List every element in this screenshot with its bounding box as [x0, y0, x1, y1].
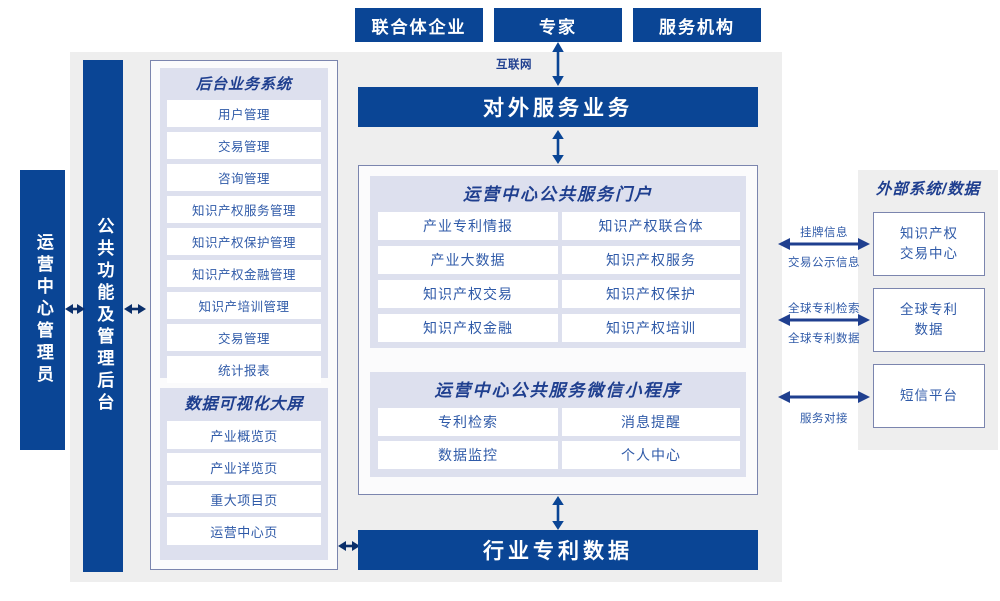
admin-column[interactable]: 运营中心管理员	[20, 170, 65, 450]
group-to-industry-data-arrow	[338, 537, 360, 555]
external-box-line1: 全球专利	[900, 302, 958, 318]
backend-item-6[interactable]: 知识产培训管理	[167, 292, 321, 319]
portal-item-5[interactable]: 知识产权保护	[562, 280, 740, 308]
external-label-service-docking: 服务对接	[800, 413, 848, 425]
dataviz-item-2[interactable]: 重大项目页	[167, 485, 321, 513]
actor-box-alliance-enterprise[interactable]: 联合体企业	[355, 8, 483, 42]
actor-box-service-agency[interactable]: 服务机构	[633, 8, 761, 42]
dataviz-item-3[interactable]: 运营中心页	[167, 517, 321, 545]
portal-item-1[interactable]: 知识产权联合体	[562, 212, 740, 240]
public-portal-title: 运营中心公共服务门户	[463, 185, 653, 204]
external-systems-title: 外部系统/数据	[875, 181, 981, 198]
portal-to-industry-data-arrow	[548, 496, 568, 530]
portal-item-0[interactable]: 产业专利情报	[378, 212, 558, 240]
wechat-item-1[interactable]: 消息提醒	[562, 408, 740, 436]
backend-item-3[interactable]: 知识产权服务管理	[167, 196, 321, 223]
backend-item-8[interactable]: 统计报表	[167, 356, 321, 383]
backend-system-title: 后台业务系统	[195, 76, 292, 93]
industry-patent-data-bar[interactable]: 行业专利数据	[358, 530, 758, 570]
external-service-bar[interactable]: 对外服务业务	[358, 87, 758, 127]
actor-box-expert[interactable]: 专家	[494, 8, 622, 42]
external-label-listing-info: 挂牌信息	[800, 227, 848, 239]
external-box-global-patent-data[interactable]: 全球专利 数据	[873, 288, 985, 352]
portal-item-3[interactable]: 知识产权服务	[562, 246, 740, 274]
wechat-item-0[interactable]: 专利检索	[378, 408, 558, 436]
wechat-miniprogram-title: 运营中心公共服务微信小程序	[434, 381, 682, 400]
dataviz-item-0[interactable]: 产业概览页	[167, 421, 321, 449]
external-arrow-global-patent	[778, 311, 870, 329]
common-backend-column[interactable]: 公共功能及管理后台	[83, 60, 123, 572]
external-label-global-patent-search: 全球专利检索	[788, 303, 860, 315]
external-box-line2: 数据	[914, 322, 944, 337]
external-box-line1: 知识产权	[900, 226, 958, 242]
service-to-portal-arrow	[548, 130, 568, 164]
internet-label: 互联网	[496, 59, 532, 71]
wechat-item-2[interactable]: 数据监控	[378, 441, 558, 469]
internet-arrow	[548, 42, 568, 86]
external-arrow-sms	[778, 388, 870, 406]
portal-item-2[interactable]: 产业大数据	[378, 246, 558, 274]
backend-item-1[interactable]: 交易管理	[167, 132, 321, 159]
external-label-global-patent-data: 全球专利数据	[788, 333, 860, 345]
external-label-trade-public-info: 交易公示信息	[788, 257, 860, 269]
external-box-sms-platform[interactable]: 短信平台	[873, 364, 985, 428]
external-box-line2: 交易中心	[900, 246, 958, 261]
backend-item-7[interactable]: 交易管理	[167, 324, 321, 351]
backend-item-4[interactable]: 知识产权保护管理	[167, 228, 321, 255]
portal-item-4[interactable]: 知识产权交易	[378, 280, 558, 308]
dataviz-item-1[interactable]: 产业详览页	[167, 453, 321, 481]
external-box-line1: 短信平台	[900, 388, 958, 404]
external-arrow-ip-trading	[778, 235, 870, 253]
portal-item-7[interactable]: 知识产权培训	[562, 314, 740, 342]
wechat-item-3[interactable]: 个人中心	[562, 441, 740, 469]
backend-item-0[interactable]: 用户管理	[167, 100, 321, 127]
backend-item-2[interactable]: 咨询管理	[167, 164, 321, 191]
portal-item-6[interactable]: 知识产权金融	[378, 314, 558, 342]
external-box-ip-trading-center[interactable]: 知识产权 交易中心	[873, 212, 985, 276]
admin-to-backend-arrow	[65, 300, 85, 318]
backend-item-5[interactable]: 知识产权金融管理	[167, 260, 321, 287]
dataviz-title: 数据可视化大屏	[184, 396, 304, 413]
backend-to-group-arrow	[124, 300, 146, 318]
